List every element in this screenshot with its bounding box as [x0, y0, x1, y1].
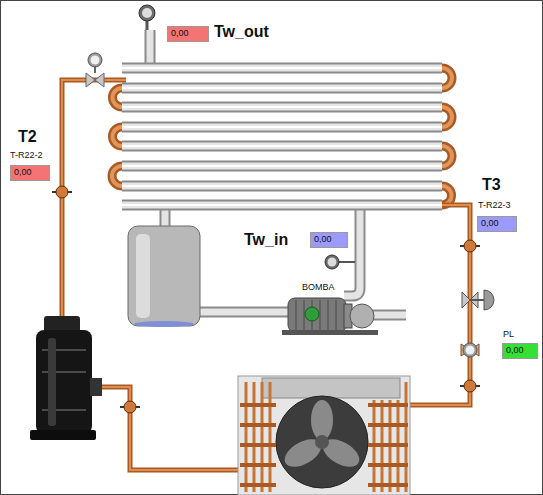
value-display: 0,00 [167, 26, 209, 42]
pressure-gauge-face [91, 56, 100, 65]
condenser-top [262, 378, 400, 398]
temperature-sensor [460, 380, 480, 392]
fan-blades [280, 400, 364, 473]
value-text: 0,00 [168, 27, 208, 40]
motor-terminal [305, 307, 319, 321]
water-gauge-face [328, 258, 337, 267]
tag-label: T-R22-2 [10, 151, 43, 161]
value-text: 0,00 [11, 166, 49, 179]
fan-hub [315, 435, 329, 449]
pump-base [282, 330, 378, 335]
value-text: 0,00 [503, 344, 537, 357]
compressor-foot [30, 430, 96, 440]
valve-symbol [461, 344, 479, 356]
value-display: 0,00 [10, 165, 50, 181]
value-display: 0,00 [310, 232, 348, 248]
sensor-bulb [56, 186, 68, 198]
exchanger-tube-shine [122, 68, 442, 205]
pressure-gauge [88, 53, 102, 67]
condenser-fan [276, 396, 368, 488]
motor-ribs [296, 300, 336, 330]
tank-shine [136, 234, 150, 318]
exchanger-bend-outline [112, 68, 452, 205]
signal-name: T2 [18, 128, 37, 146]
value-text: 0,00 [311, 233, 347, 246]
temperature-sensor [460, 240, 480, 252]
tag-label: T-R22-3 [478, 201, 511, 211]
gauge-stem [146, 21, 149, 30]
valve-stem [470, 299, 484, 301]
water-gauge-face [142, 8, 152, 18]
sensor-bulb [464, 380, 476, 392]
value-display: 0,00 [502, 343, 538, 359]
gauge-stem [338, 261, 355, 263]
valve-symbol [86, 73, 104, 87]
exchanger-tube [122, 68, 442, 205]
signal-name: T3 [482, 176, 501, 194]
pump-volute [350, 304, 374, 328]
pump-motor [288, 298, 346, 332]
water-gauge [139, 5, 155, 21]
condenser-tubes [240, 405, 408, 485]
pressure-gauge-face [466, 346, 475, 355]
compressor-shine [48, 338, 56, 426]
signal-name: Tw_out [214, 23, 269, 41]
compressor-outlet [90, 378, 102, 396]
signal-name: Tw_in [244, 231, 288, 249]
compressor-body [36, 330, 92, 434]
tag-label: PL [503, 330, 514, 340]
exchanger-tube-outline [122, 68, 442, 205]
condenser-fins [246, 382, 406, 492]
value-text: 0,00 [478, 217, 516, 230]
exchanger-bend [112, 68, 452, 205]
condenser-frame [238, 376, 410, 495]
fan-blade [311, 400, 333, 440]
tag-label: BOMBA [302, 283, 335, 293]
temperature-sensor [120, 401, 140, 413]
sensor-bulb [464, 240, 476, 252]
tank-base [134, 321, 194, 327]
valve-actuator [484, 290, 494, 310]
pressure-gauge [463, 343, 477, 357]
temperature-sensor [52, 186, 72, 198]
water-tank [128, 226, 200, 326]
water-gauge [325, 255, 339, 269]
value-display: 0,00 [477, 216, 517, 232]
sensor-bulb [124, 401, 136, 413]
